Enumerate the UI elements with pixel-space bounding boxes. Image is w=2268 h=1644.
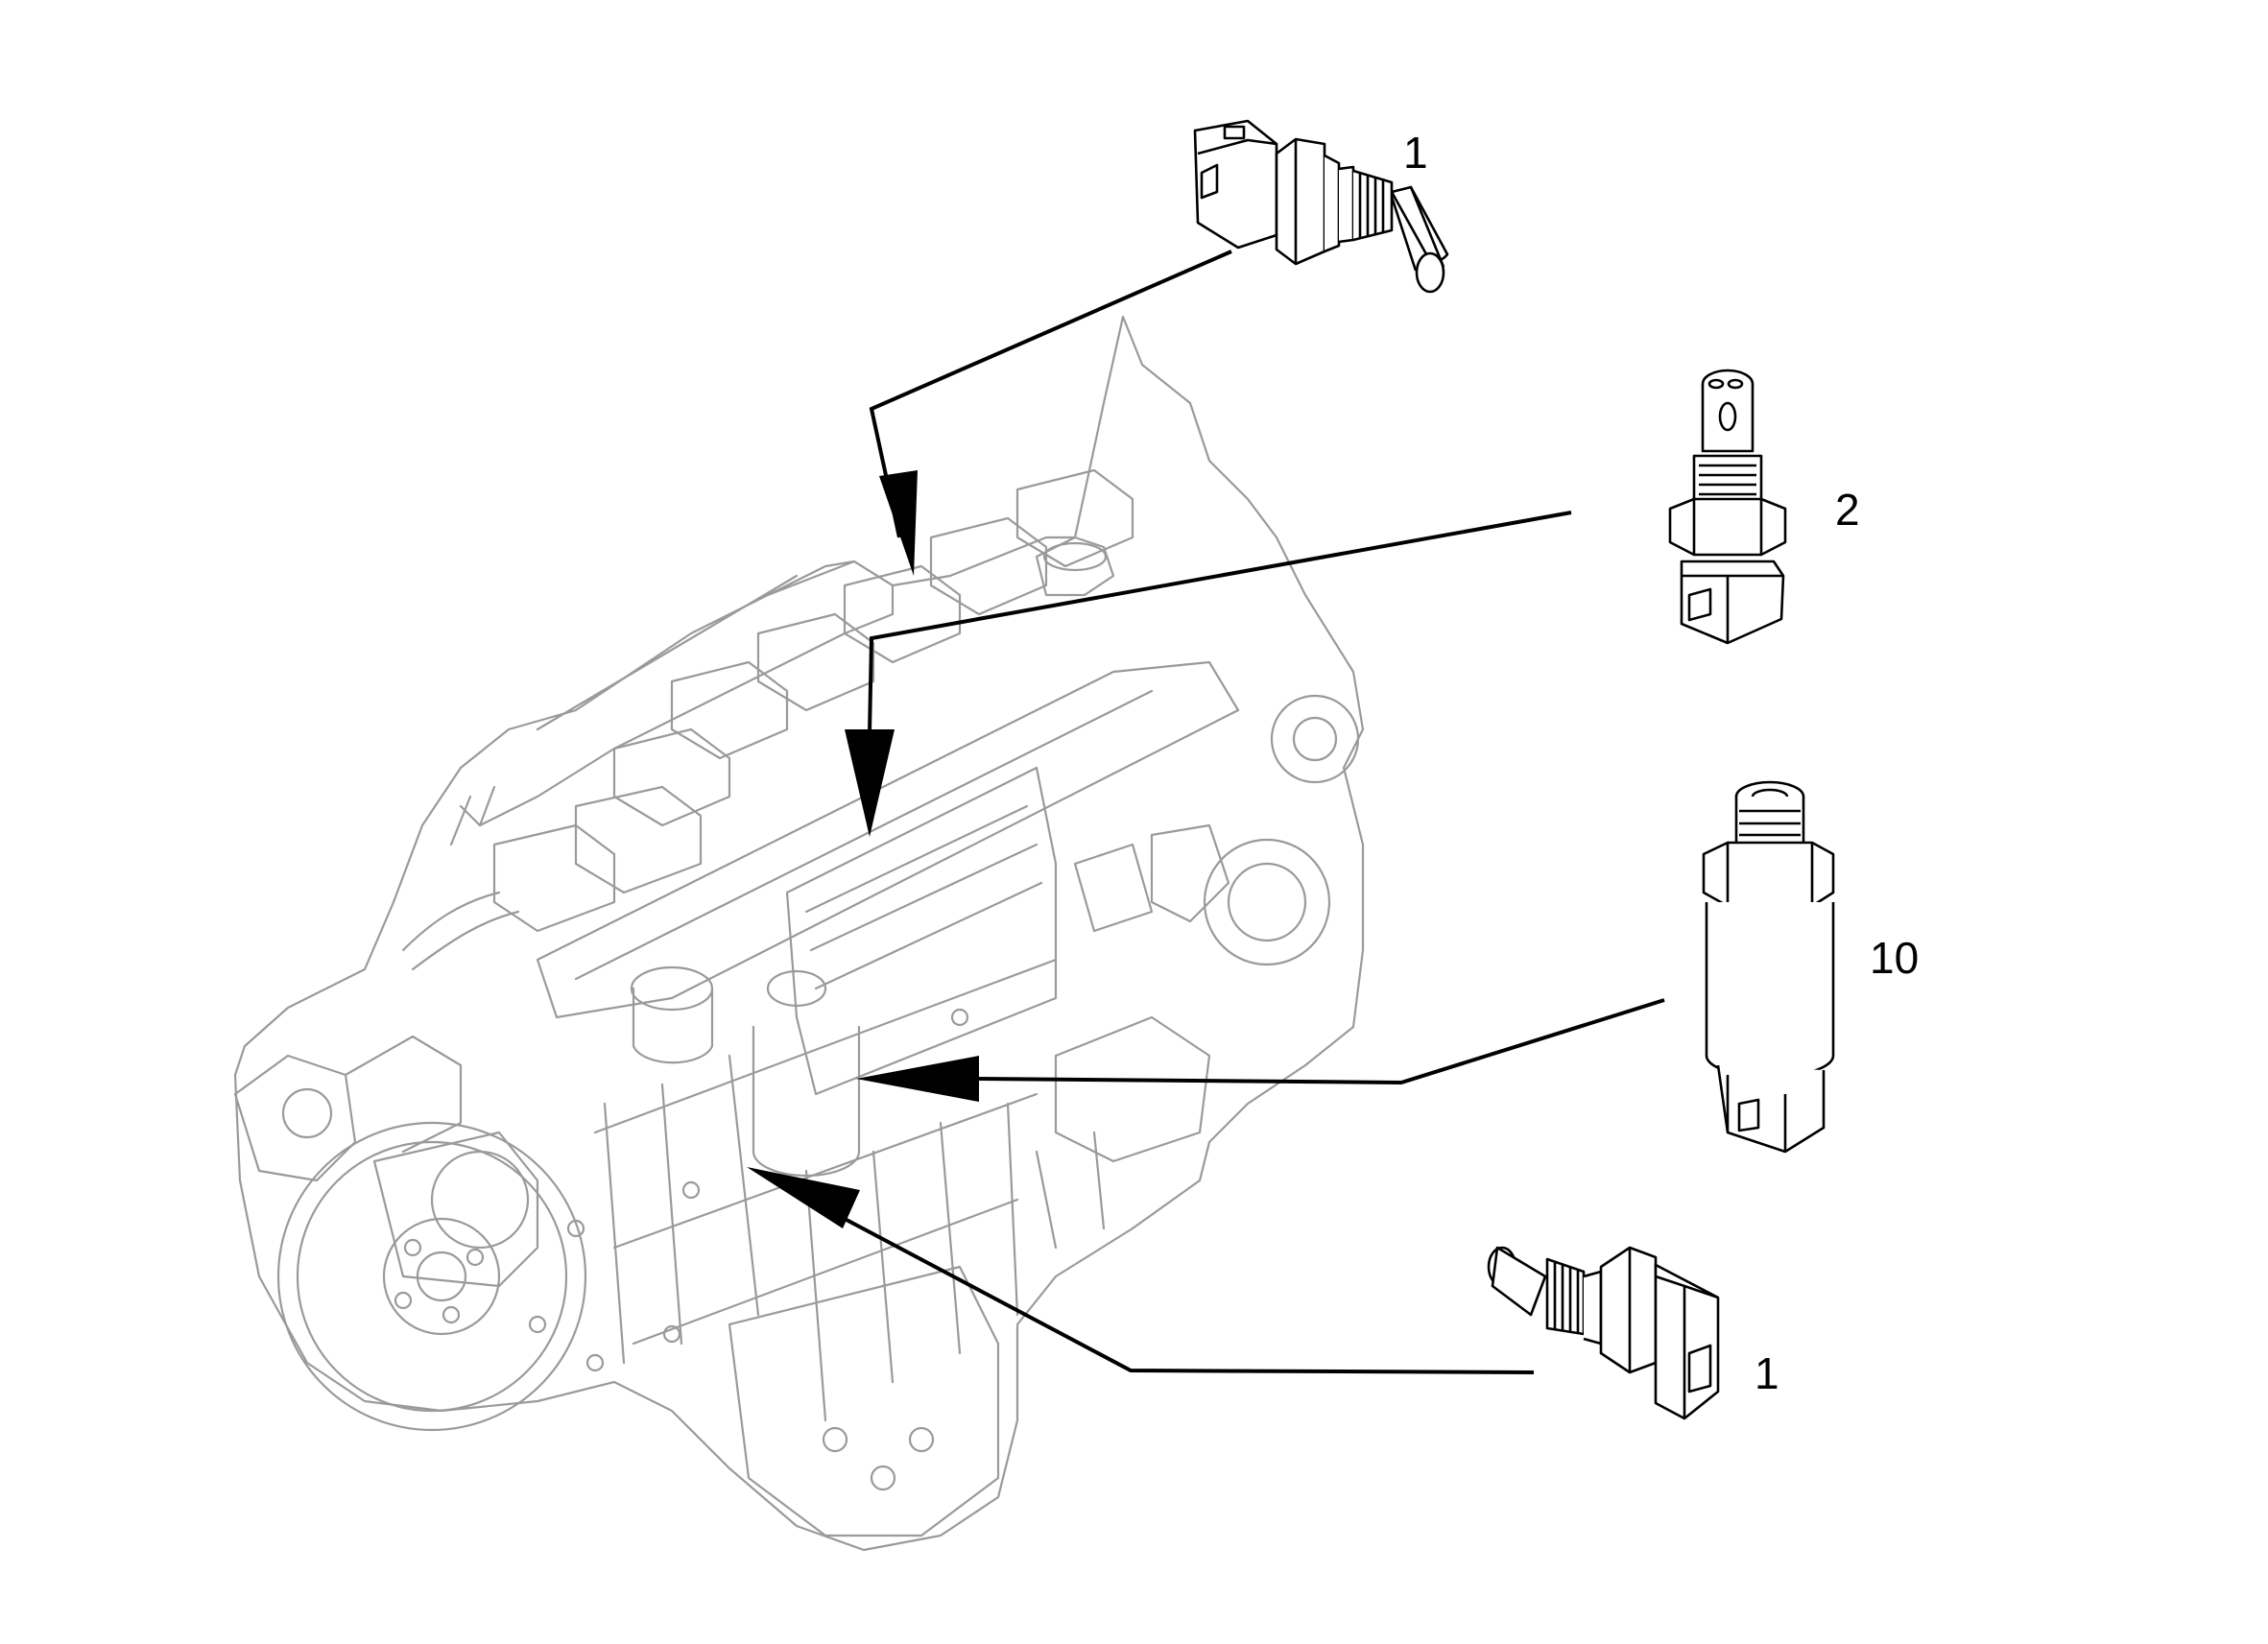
- bottom-temperature-sensor: [1487, 1246, 1720, 1420]
- valve-cover-blocks: [492, 468, 1134, 933]
- leader-line-top-sensor: [869, 250, 1232, 538]
- leader-lines: [844, 250, 1665, 1374]
- leader-line-sensor-10: [978, 998, 1665, 1085]
- leader-line-sensor-2: [868, 511, 1572, 734]
- arrowheads: [747, 470, 979, 1228]
- flywheel: [276, 1121, 587, 1432]
- callout-label-sensor-10: 10: [1870, 933, 1920, 983]
- arrowhead-sensor-10: [856, 1056, 979, 1102]
- ecu-module: [785, 766, 1058, 1096]
- arrowhead-sensor-2: [845, 729, 895, 837]
- callout-label-sensor-2: 2: [1835, 485, 1860, 535]
- engine-drawing: [233, 315, 1365, 1552]
- top-temperature-sensor: [1193, 119, 1449, 294]
- oil-pressure-sensor: [1668, 369, 1787, 645]
- callout-label-top-sensor: 1: [1403, 128, 1428, 178]
- arrowhead-bottom-sensor: [747, 1167, 860, 1228]
- pressure-switch: [1702, 780, 1835, 1154]
- callout-label-bottom-sensor: 1: [1755, 1348, 1779, 1398]
- arrowhead-top-sensor: [879, 470, 918, 576]
- leader-line-bottom-sensor: [844, 1217, 1535, 1374]
